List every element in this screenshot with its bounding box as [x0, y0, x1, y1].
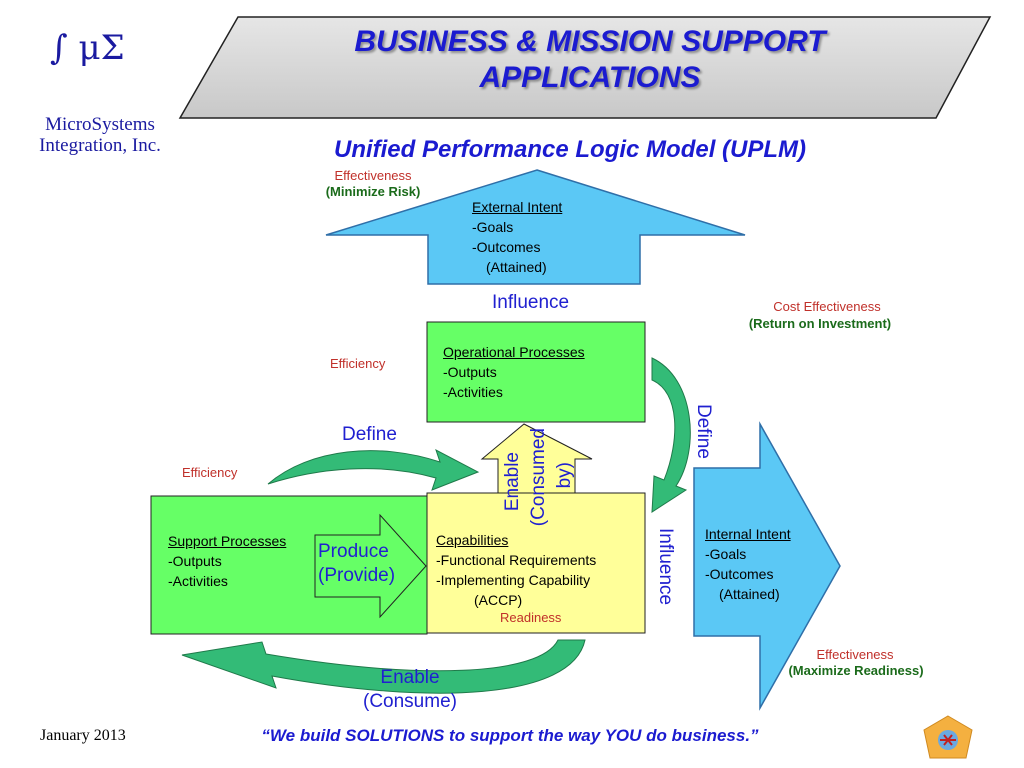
- define-left-arrow: [267, 448, 480, 491]
- define-left-label: Define: [342, 424, 397, 445]
- operational-activities: -Activities: [443, 384, 503, 400]
- external-intent-attained: (Attained): [486, 259, 547, 275]
- title-line1: BUSINESS & MISSION SUPPORT: [354, 25, 826, 58]
- support-processes-text: Support Processes -Outputs -Activities: [168, 531, 286, 591]
- external-intent-outcomes: -Outcomes: [472, 239, 541, 255]
- operational-processes-text: Operational Processes -Outputs -Activiti…: [443, 342, 585, 402]
- produce-arrow: [314, 513, 427, 619]
- capabilities-implementing: -Implementing Capability: [436, 572, 591, 588]
- company-name-line2: Integration, Inc.: [39, 135, 161, 156]
- title-banner: [178, 16, 992, 119]
- footer-quote: “We build SOLUTIONS to support the way Y…: [261, 726, 759, 745]
- external-intent-goals: -Goals: [472, 219, 514, 235]
- footer-date: January 2013: [40, 727, 126, 744]
- internal-intent-heading: Internal Intent: [705, 526, 791, 542]
- support-efficiency-label: Efficiency: [182, 465, 238, 480]
- operational-processes-box: [426, 321, 646, 423]
- enable-bottom-label: Enable (Consume): [350, 666, 470, 714]
- maximize-readiness-label: (Maximize Readiness): [788, 663, 924, 678]
- enable-up-line2: (Consumed: [528, 428, 549, 527]
- company-logo-symbol: ∫ μΣ: [50, 28, 125, 68]
- operational-efficiency-label: Efficiency: [330, 356, 386, 371]
- external-minimize-risk-label: (Minimize Risk): [325, 184, 421, 199]
- enable-bottom-arrow: [181, 639, 586, 694]
- capabilities-functional: -Functional Requirements: [436, 552, 597, 568]
- enable-up-line3: by): [554, 462, 575, 489]
- slide-title: BUSINESS & MISSION SUPPORT APPLICATIONS: [260, 24, 920, 96]
- external-intent-text: External Intent -Goals -Outcomes (Attain…: [472, 197, 562, 277]
- internal-intent-goals: -Goals: [705, 546, 747, 562]
- influence-top-label: Influence: [492, 292, 570, 313]
- influence-right-label: Influence: [655, 528, 676, 606]
- readiness-label: Readiness: [500, 610, 562, 625]
- support-outputs: -Outputs: [168, 553, 222, 569]
- capabilities-text: Capabilities -Functional Requirements -I…: [436, 530, 596, 610]
- capabilities-accp: (ACCP): [474, 592, 523, 608]
- define-right-label: Define: [693, 404, 714, 459]
- internal-intent-arrow: [693, 421, 841, 711]
- produce-label: Produce (Provide): [318, 540, 395, 588]
- title-line2: APPLICATIONS: [479, 61, 701, 94]
- enable-bottom-line2: (Consume): [363, 691, 457, 712]
- company-name: MicroSystems Integration, Inc.: [10, 114, 190, 156]
- internal-intent-text: Internal Intent -Goals -Outcomes (Attain…: [705, 524, 791, 604]
- enable-up-line1: Enable: [502, 452, 523, 512]
- slide-subtitle: Unified Performance Logic Model (UPLM): [333, 136, 807, 163]
- capabilities-box: [426, 492, 646, 634]
- capabilities-heading: Capabilities: [436, 532, 509, 548]
- operational-outputs: -Outputs: [443, 364, 497, 380]
- return-on-investment-label: (Return on Investment): [748, 316, 892, 331]
- internal-intent-outcomes: -Outcomes: [705, 566, 774, 582]
- internal-effectiveness-label: Effectiveness: [816, 647, 894, 662]
- produce-line1: Produce: [318, 541, 389, 562]
- external-intent-heading: External Intent: [472, 199, 563, 215]
- enable-up-arrow: [480, 423, 593, 494]
- external-effectiveness-label: Effectiveness: [334, 168, 412, 183]
- company-name-line1: MicroSystems: [45, 114, 155, 135]
- operational-processes-heading: Operational Processes: [443, 344, 585, 360]
- define-right-arrow: [651, 357, 691, 513]
- enable-bottom-line1: Enable: [380, 667, 440, 688]
- internal-intent-attained: (Attained): [719, 586, 780, 602]
- support-processes-heading: Support Processes: [168, 533, 287, 549]
- support-activities: -Activities: [168, 573, 228, 589]
- cost-effectiveness-label: Cost Effectiveness: [773, 299, 881, 314]
- external-intent-arrow: [325, 169, 746, 285]
- produce-line2: (Provide): [318, 565, 396, 586]
